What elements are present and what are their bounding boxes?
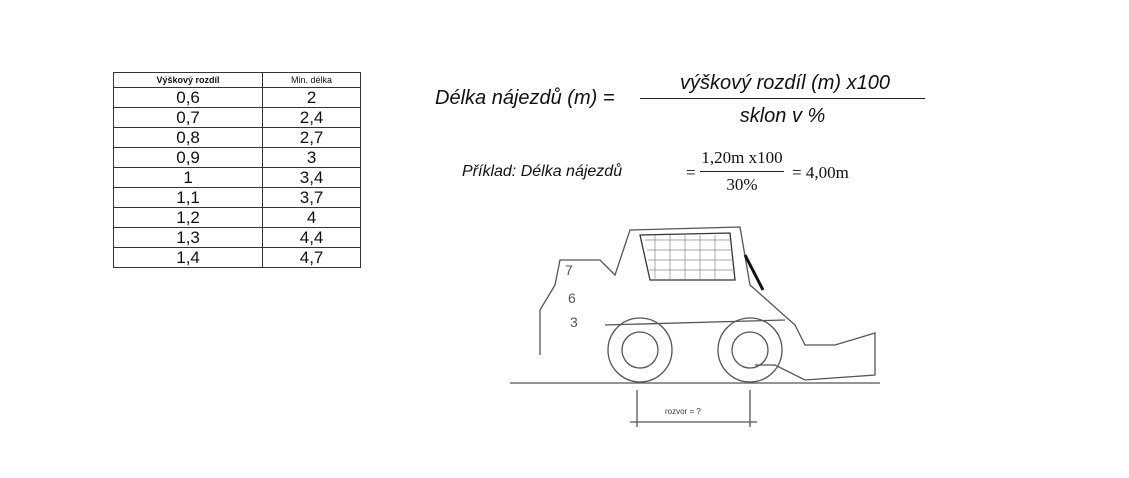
wheelbase-label: rozvor = ?: [665, 407, 701, 416]
example-denominator: 30%: [726, 175, 758, 194]
height-diff-cell: 1: [112, 167, 264, 188]
header-height-diff: Výškový rozdíl: [112, 72, 264, 88]
height-diff-cell: 1,3: [112, 227, 264, 248]
height-diff-cell: 0,8: [112, 127, 264, 148]
example-label: Příklad: Délka nájezdů: [462, 163, 623, 180]
min-length-cell: 4,7: [262, 247, 361, 268]
machine-number: 7: [565, 262, 573, 278]
height-diff-cell: 0,9: [112, 147, 264, 168]
min-length-cell: 2: [262, 87, 361, 108]
header-min-length: Min. délka: [262, 72, 361, 88]
min-length-cell: 2,7: [262, 127, 361, 148]
min-length-cell: 3: [262, 147, 361, 168]
example-result: = 4,00m: [792, 163, 849, 182]
min-length-cell: 3,4: [262, 167, 361, 188]
skid-steer-drawing: 7 6 3 rozvor = ?: [510, 226, 880, 427]
height-diff-cell: 1,2: [112, 207, 264, 228]
min-length-cell: 2,4: [262, 107, 361, 128]
min-length-cell: 4: [262, 207, 361, 228]
example-bar: [700, 171, 784, 172]
fraction-bar: [640, 98, 925, 99]
formula-denominator: sklon v %: [739, 105, 826, 127]
machine-number: 6: [568, 290, 576, 306]
height-diff-cell: 0,6: [112, 87, 264, 108]
height-diff-cell: 1,1: [112, 187, 264, 208]
example-numerator: 1,20m x100: [701, 148, 783, 167]
min-length-cell: 4,4: [262, 227, 361, 248]
height-diff-cell: 0,7: [112, 107, 264, 128]
min-length-cell: 3,7: [262, 187, 361, 208]
height-diff-cell: 1,4: [112, 247, 264, 268]
formula-lhs: Délka nájezdů (m) =: [435, 87, 615, 109]
example-eq: =: [686, 163, 696, 182]
machine-number: 3: [570, 314, 578, 330]
formula-numerator: výškový rozdíl (m) x100: [679, 72, 891, 94]
